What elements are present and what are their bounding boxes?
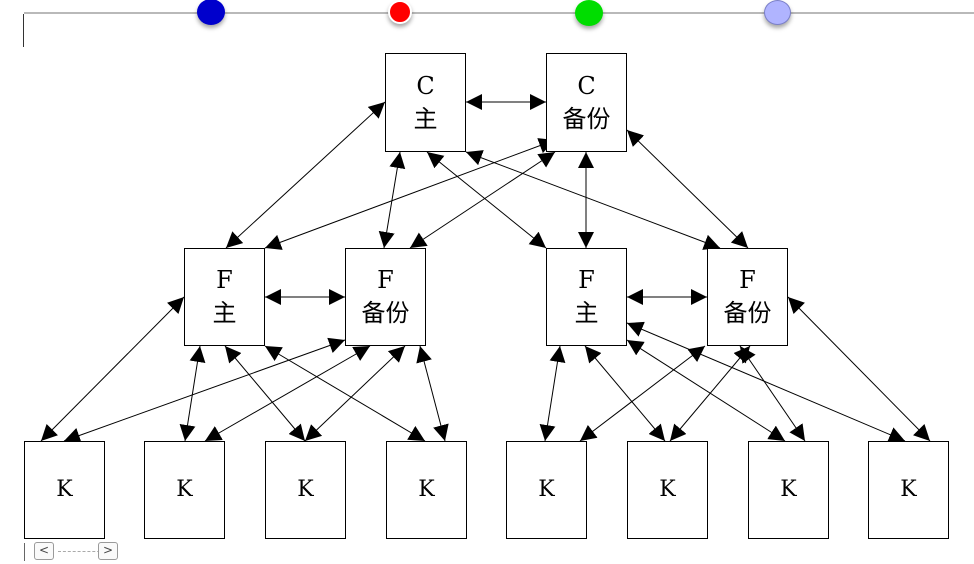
- f-main-left-role: 主: [212, 299, 237, 327]
- f-backup-right-title: F: [739, 266, 756, 294]
- k-node-8: K: [868, 441, 949, 539]
- c-backup-title: C: [577, 71, 596, 100]
- c-main-node: C 主: [385, 53, 466, 152]
- k-node-label: K: [297, 477, 314, 502]
- k-node-5: K: [506, 441, 587, 539]
- connector-arrow-21: [579, 345, 706, 442]
- f-backup-left-title: F: [377, 266, 394, 294]
- c-backup-node: C 备份: [546, 53, 627, 152]
- k-node-3: K: [265, 441, 346, 539]
- connector-arrow-2: [225, 101, 386, 249]
- lavender-dot-button[interactable]: [764, 0, 791, 25]
- scroll-prev-button[interactable]: <: [34, 542, 54, 560]
- k-node-6: K: [627, 441, 708, 539]
- connector-arrow-3: [264, 138, 556, 250]
- f-backup-right-node: F 备份: [707, 248, 788, 346]
- green-dot-button[interactable]: [575, 0, 603, 26]
- k-node-label: K: [56, 477, 73, 502]
- k-node-4: K: [386, 441, 467, 539]
- k-node-1: K: [24, 441, 105, 539]
- k-node-7: K: [748, 441, 829, 539]
- k-node-label: K: [418, 477, 435, 502]
- k-node-2: K: [144, 441, 225, 539]
- connector-arrow-19: [416, 345, 449, 442]
- connector-arrow-12: [40, 296, 185, 442]
- connector-arrow-24: [626, 339, 786, 442]
- c-backup-role: 备份: [562, 104, 611, 133]
- connector-arrow-16: [224, 345, 306, 442]
- f-main-right-role: 主: [574, 299, 599, 327]
- text-cursor: [23, 14, 24, 47]
- connector-arrow-25: [739, 345, 806, 442]
- connector-arrow-17: [304, 345, 406, 442]
- connector-arrow-14: [179, 345, 206, 442]
- k-node-label: K: [659, 477, 676, 502]
- toolbar-rail: [24, 12, 974, 14]
- c-main-role: 主: [413, 104, 438, 133]
- connector-arrow-13: [63, 337, 346, 444]
- f-backup-left-role: 备份: [361, 299, 410, 327]
- k-node-label: K: [780, 477, 797, 502]
- connector-arrow-20: [539, 345, 566, 442]
- connector-arrow-5: [409, 151, 556, 249]
- c-main-title: C: [416, 71, 435, 100]
- k-node-label: K: [538, 477, 555, 502]
- scroll-control[interactable]: < >: [24, 541, 124, 563]
- red-dot-button[interactable]: [388, 0, 412, 24]
- f-backup-right-role: 备份: [723, 299, 772, 327]
- connector-arrow-27: [787, 296, 931, 442]
- scroll-divider: [24, 543, 25, 561]
- f-main-left-node: F 主: [184, 248, 265, 346]
- connector-arrow-6: [426, 151, 547, 249]
- f-backup-left-node: F 备份: [345, 248, 426, 346]
- scroll-track[interactable]: [58, 551, 110, 552]
- k-node-label: K: [176, 477, 193, 502]
- f-main-right-node: F 主: [546, 248, 627, 346]
- f-main-left-title: F: [216, 266, 233, 294]
- connector-arrow-22: [584, 345, 666, 442]
- scroll-next-button[interactable]: >: [98, 542, 118, 560]
- connector-arrow-7: [465, 150, 721, 250]
- f-main-right-title: F: [578, 266, 595, 294]
- connector-arrow-9: [626, 129, 749, 249]
- connector-arrow-18: [264, 345, 426, 442]
- k-node-label: K: [900, 477, 917, 502]
- blue-dot-button[interactable]: [197, 0, 225, 25]
- connector-arrow-4: [378, 151, 406, 249]
